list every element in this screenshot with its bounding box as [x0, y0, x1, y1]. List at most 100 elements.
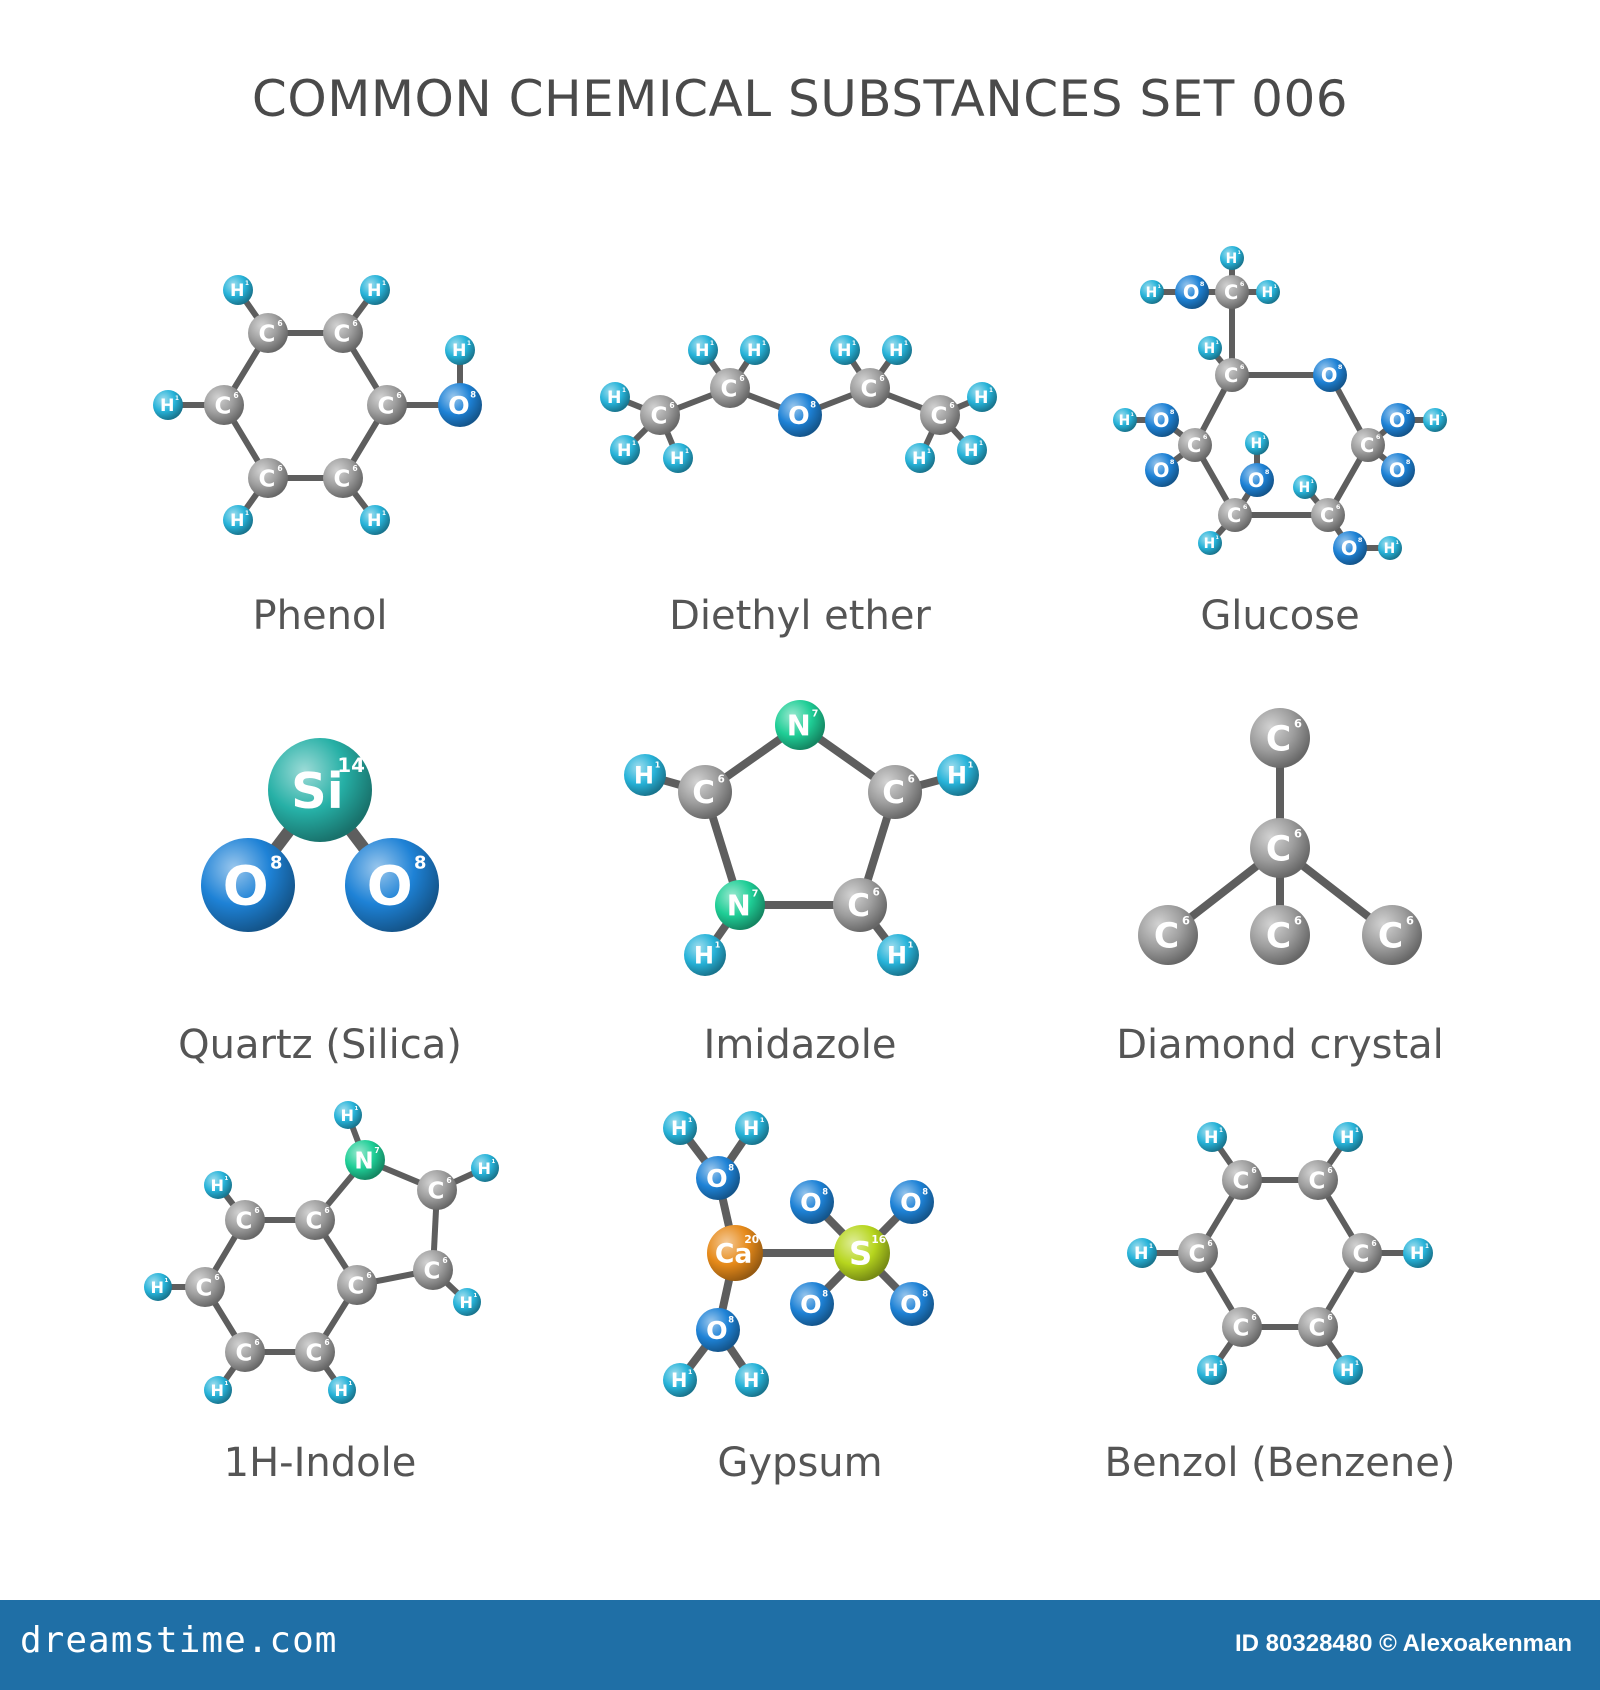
svg-text:H: H [1262, 285, 1274, 301]
svg-text:C: C [428, 1178, 445, 1204]
svg-text:6: 6 [1251, 1166, 1256, 1175]
svg-text:H: H [1204, 1361, 1218, 1381]
svg-text:H: H [1119, 413, 1131, 429]
svg-text:O: O [900, 1290, 922, 1319]
svg-text:H: H [1251, 436, 1263, 452]
svg-text:6: 6 [446, 1176, 451, 1185]
brand-logo[interactable]: dreamstime.com [20, 1620, 338, 1661]
svg-text:H: H [671, 1369, 687, 1392]
svg-text:6: 6 [1371, 1239, 1376, 1248]
svg-text:N: N [727, 888, 751, 922]
svg-text:C: C [1266, 916, 1291, 956]
svg-text:1: 1 [1441, 412, 1444, 418]
svg-text:16: 16 [871, 1234, 886, 1246]
svg-text:6: 6 [1240, 363, 1245, 371]
svg-text:C: C [306, 1208, 323, 1234]
svg-text:1: 1 [474, 1293, 478, 1299]
svg-text:C: C [1189, 1241, 1206, 1267]
svg-text:1: 1 [1311, 479, 1314, 485]
svg-text:Si: Si [291, 762, 344, 820]
svg-text:C: C [861, 376, 878, 402]
svg-text:1: 1 [655, 761, 661, 770]
svg-text:6: 6 [949, 401, 954, 410]
svg-text:C: C [1266, 829, 1291, 869]
svg-text:H: H [211, 1176, 224, 1195]
svg-text:C: C [1233, 1168, 1250, 1194]
svg-text:6: 6 [1207, 1239, 1212, 1248]
svg-text:6: 6 [1240, 280, 1245, 288]
svg-text:H: H [341, 1106, 354, 1125]
svg-text:O: O [800, 1290, 822, 1319]
svg-text:1: 1 [382, 281, 386, 287]
svg-text:6: 6 [254, 1206, 259, 1215]
svg-text:1: 1 [852, 341, 856, 347]
svg-text:1: 1 [927, 449, 931, 455]
svg-text:H: H [230, 281, 244, 301]
caption-phenol: Phenol [252, 593, 388, 639]
svg-text:H: H [367, 511, 381, 531]
svg-text:6: 6 [254, 1338, 259, 1347]
svg-text:C: C [931, 403, 948, 429]
svg-text:C: C [1154, 916, 1179, 956]
svg-text:C: C [1378, 916, 1403, 956]
svg-text:8: 8 [1170, 458, 1175, 466]
svg-text:6: 6 [324, 1206, 329, 1215]
svg-text:1: 1 [632, 441, 636, 447]
caption-gypsum: Gypsum [717, 1440, 883, 1486]
svg-text:6: 6 [1294, 914, 1302, 928]
svg-text:1: 1 [1131, 412, 1134, 418]
svg-text:1: 1 [715, 941, 721, 950]
svg-text:1: 1 [1274, 284, 1277, 290]
svg-text:1: 1 [349, 1381, 353, 1387]
svg-text:6: 6 [233, 391, 238, 400]
svg-text:C: C [651, 403, 668, 429]
footer-bar: dreamstime.com ID 80328480 © Alexoakenma… [0, 1600, 1600, 1690]
svg-text:H: H [1340, 1128, 1354, 1148]
svg-text:1: 1 [908, 941, 914, 950]
svg-text:6: 6 [396, 391, 401, 400]
svg-text:C: C [1224, 364, 1238, 387]
svg-text:7: 7 [374, 1146, 379, 1155]
svg-text:C: C [692, 775, 715, 811]
svg-text:O: O [706, 1316, 728, 1345]
svg-text:6: 6 [352, 319, 357, 328]
svg-text:O: O [1153, 459, 1170, 482]
svg-text:1: 1 [1396, 540, 1399, 546]
svg-text:H: H [974, 388, 988, 408]
svg-text:C: C [1187, 434, 1201, 457]
svg-text:H: H [837, 341, 851, 361]
